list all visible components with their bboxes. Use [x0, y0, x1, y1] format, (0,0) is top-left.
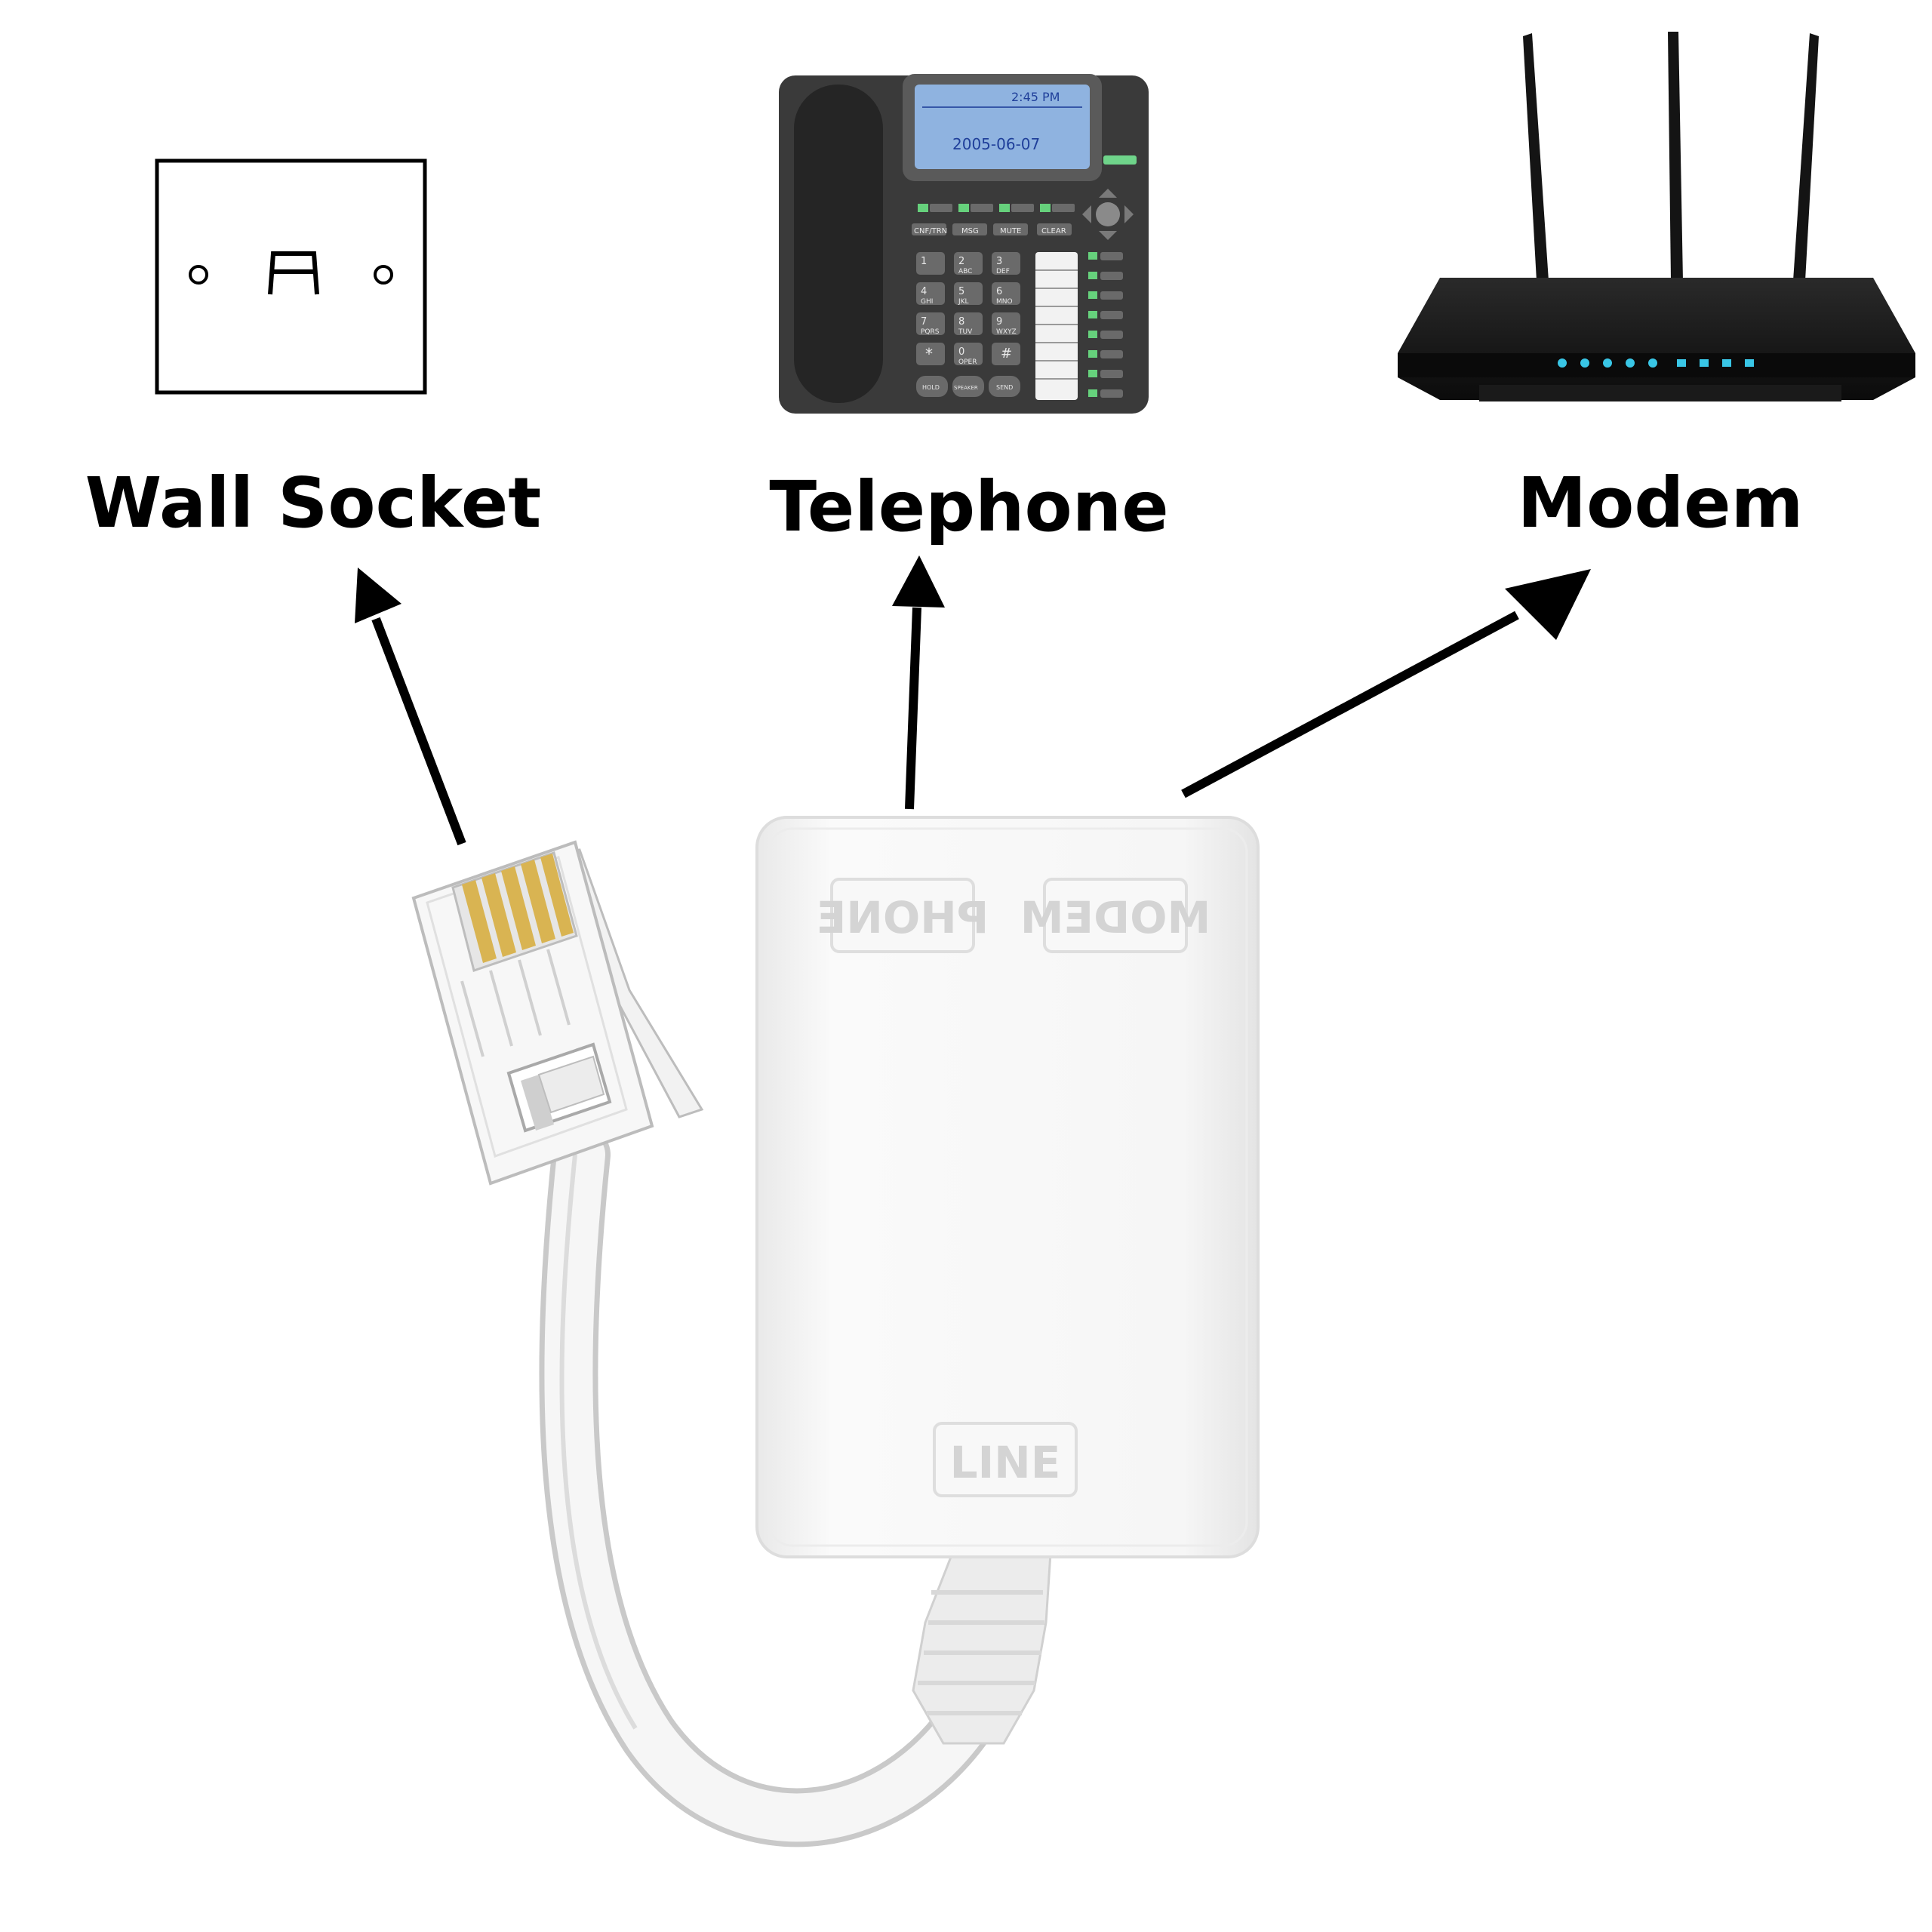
key-2-letters: ABC — [958, 268, 972, 275]
key-hash: # — [1001, 346, 1012, 361]
key-9: 9 — [996, 316, 1002, 328]
key-4: 4 — [921, 286, 927, 297]
splitter-box: PHONE MODEM LINE — [755, 816, 1260, 1558]
key-6: 6 — [996, 286, 1002, 297]
modem-label: Modem — [1518, 463, 1804, 543]
line-port-label: LINE — [950, 1437, 1061, 1488]
key-0: 0 — [958, 346, 964, 358]
wall-socket-label: Wall Socket — [85, 463, 541, 543]
key-mute: MUTE — [1000, 227, 1021, 235]
key-3: 3 — [996, 256, 1002, 267]
arrow-to-telephone — [892, 555, 945, 810]
cable-strain-relief — [912, 1552, 1052, 1745]
key-8: 8 — [958, 316, 964, 328]
phone-cable — [539, 1125, 1011, 1847]
phone-port[interactable]: PHONE — [817, 878, 989, 953]
modem-port-label: MODEM — [1020, 892, 1211, 943]
router-icon — [1398, 32, 1915, 401]
key-8-letters: TUV — [958, 328, 973, 336]
key-5-letters: JKL — [958, 298, 969, 306]
key-5: 5 — [958, 286, 964, 297]
key-clear: CLEAR — [1041, 227, 1066, 235]
phone-plug — [411, 840, 704, 1186]
key-0-letters: OPER — [958, 358, 977, 366]
phone-screen-time: 2:45 PM — [1011, 90, 1060, 104]
key-hold: HOLD — [922, 384, 940, 391]
key-2: 2 — [958, 256, 964, 267]
key-4-letters: GHI — [921, 298, 933, 306]
plug-contacts — [451, 851, 578, 972]
phone-nav-pad — [1082, 189, 1134, 240]
key-7: 7 — [921, 316, 927, 328]
phone-screen-date: 2005-06-07 — [952, 135, 1040, 153]
key-3-letters: DEF — [996, 268, 1010, 275]
key-star: * — [925, 345, 933, 363]
phone-keypad: 1 2 3 4 5 6 7 8 9 * 0 # ABC DEF GHI JKL … — [916, 252, 1020, 366]
key-6-letters: MNO — [996, 298, 1013, 306]
phone-line-keys — [918, 204, 1075, 212]
arrow-to-wall-socket — [355, 568, 466, 846]
modem-port[interactable]: MODEM — [1020, 878, 1211, 953]
key-9-letters: WXYZ — [996, 328, 1017, 336]
key-msg: MSG — [961, 227, 979, 235]
telephone-label: Telephone — [769, 466, 1168, 547]
phone-memory-keys — [1035, 252, 1123, 400]
phone-port-label: PHONE — [817, 892, 989, 943]
phone-function-keys: CNF/TRN MSG MUTE CLEAR — [912, 223, 1072, 235]
arrow-to-modem — [1181, 569, 1591, 798]
phone-bottom-keys: HOLD SPEAKER SEND — [916, 376, 1020, 397]
router-status-lights — [1558, 358, 1754, 368]
key-cnf-trn: CNF/TRN — [914, 227, 947, 235]
key-speaker: SPEAKER — [954, 385, 978, 391]
telephone-icon: 2:45 PM 2005-06-07 CNF/TRN MSG MUTE CLEA… — [779, 74, 1149, 414]
key-send: SEND — [996, 384, 1013, 391]
line-port: LINE — [933, 1422, 1078, 1497]
wall-socket-icon — [155, 158, 427, 395]
key-1: 1 — [921, 256, 927, 267]
key-7-letters: PQRS — [921, 328, 940, 336]
